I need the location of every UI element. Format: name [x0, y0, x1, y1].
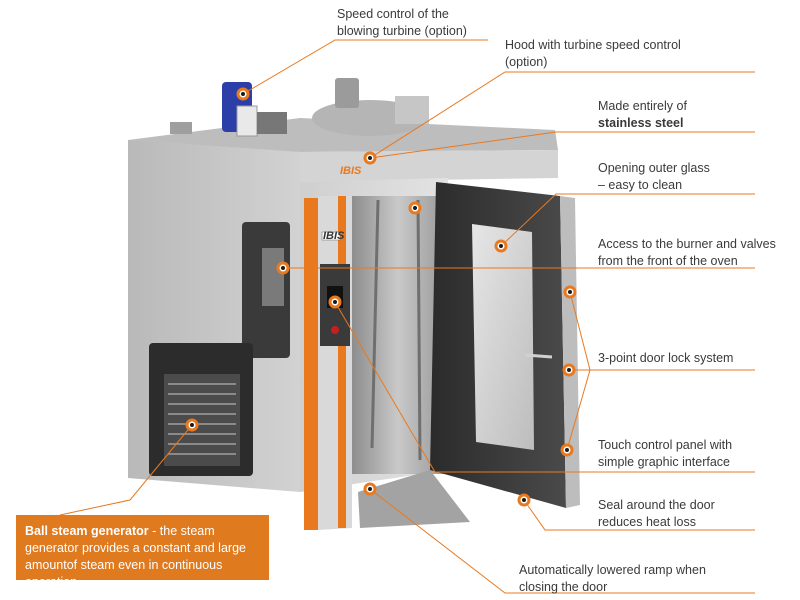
- hood-motor: [335, 78, 359, 108]
- marker-seal: [517, 493, 531, 507]
- label-hood: Hood with turbine speed control (option): [505, 38, 681, 69]
- oven-roof-front-edge: [300, 150, 558, 182]
- turbine-motor-cylinder: [236, 105, 258, 137]
- marker-burner: [276, 261, 290, 275]
- callout-markers: [185, 87, 577, 507]
- marker-ramp: [363, 482, 377, 496]
- orange-column-stripe-2: [338, 196, 346, 528]
- panel-tag: IBIS: [323, 230, 345, 242]
- callout-title: Ball steam generator: [25, 524, 149, 538]
- steam-generator-callout: Ball steam generator - the steam generat…: [16, 515, 269, 589]
- label-ramp: Automatically lowered ramp when closing …: [519, 563, 706, 594]
- control-column: [318, 196, 352, 530]
- roof-vent: [170, 122, 192, 134]
- marker-lock-top: [563, 285, 577, 299]
- label-touch-panel: Touch control panel with simple graphic …: [598, 438, 733, 469]
- label-seal: Seal around the door reduces heat loss: [598, 498, 715, 529]
- marker-frame: [408, 201, 422, 215]
- label-glass: Opening outer glass – easy to clean: [598, 161, 710, 192]
- label-speed-control: Speed control of the blowing turbine (op…: [337, 7, 467, 38]
- label-door-lock: 3-point door lock system: [598, 351, 734, 365]
- hood-duct: [395, 96, 429, 124]
- ramp: [358, 470, 470, 528]
- marker-touch-panel: [328, 295, 342, 309]
- marker-hood: [363, 151, 377, 165]
- leader-lines: [59, 39, 755, 594]
- oven-chamber: [352, 196, 444, 474]
- marker-steam: [185, 418, 199, 432]
- brand-logo: IBIS: [340, 165, 362, 177]
- marker-lock-mid: [562, 363, 576, 377]
- door-glass: [472, 224, 534, 450]
- marker-lock-bottom: [560, 443, 574, 457]
- marker-glass: [494, 239, 508, 253]
- label-burner: Access to the burner and valves from the…: [598, 237, 776, 268]
- door-edge: [560, 196, 580, 508]
- marker-speed-control: [236, 87, 250, 101]
- label-stainless: Made entirely of stainless steel: [598, 99, 687, 130]
- panel-tag-box: [321, 231, 341, 241]
- callout-text: - the steam generator provides a constan…: [25, 524, 246, 589]
- power-button: [331, 326, 339, 334]
- orange-column-stripe: [304, 198, 318, 530]
- burner-hardware: [262, 248, 284, 306]
- steam-generator-unit: [164, 374, 240, 466]
- turbine-box: [257, 112, 287, 134]
